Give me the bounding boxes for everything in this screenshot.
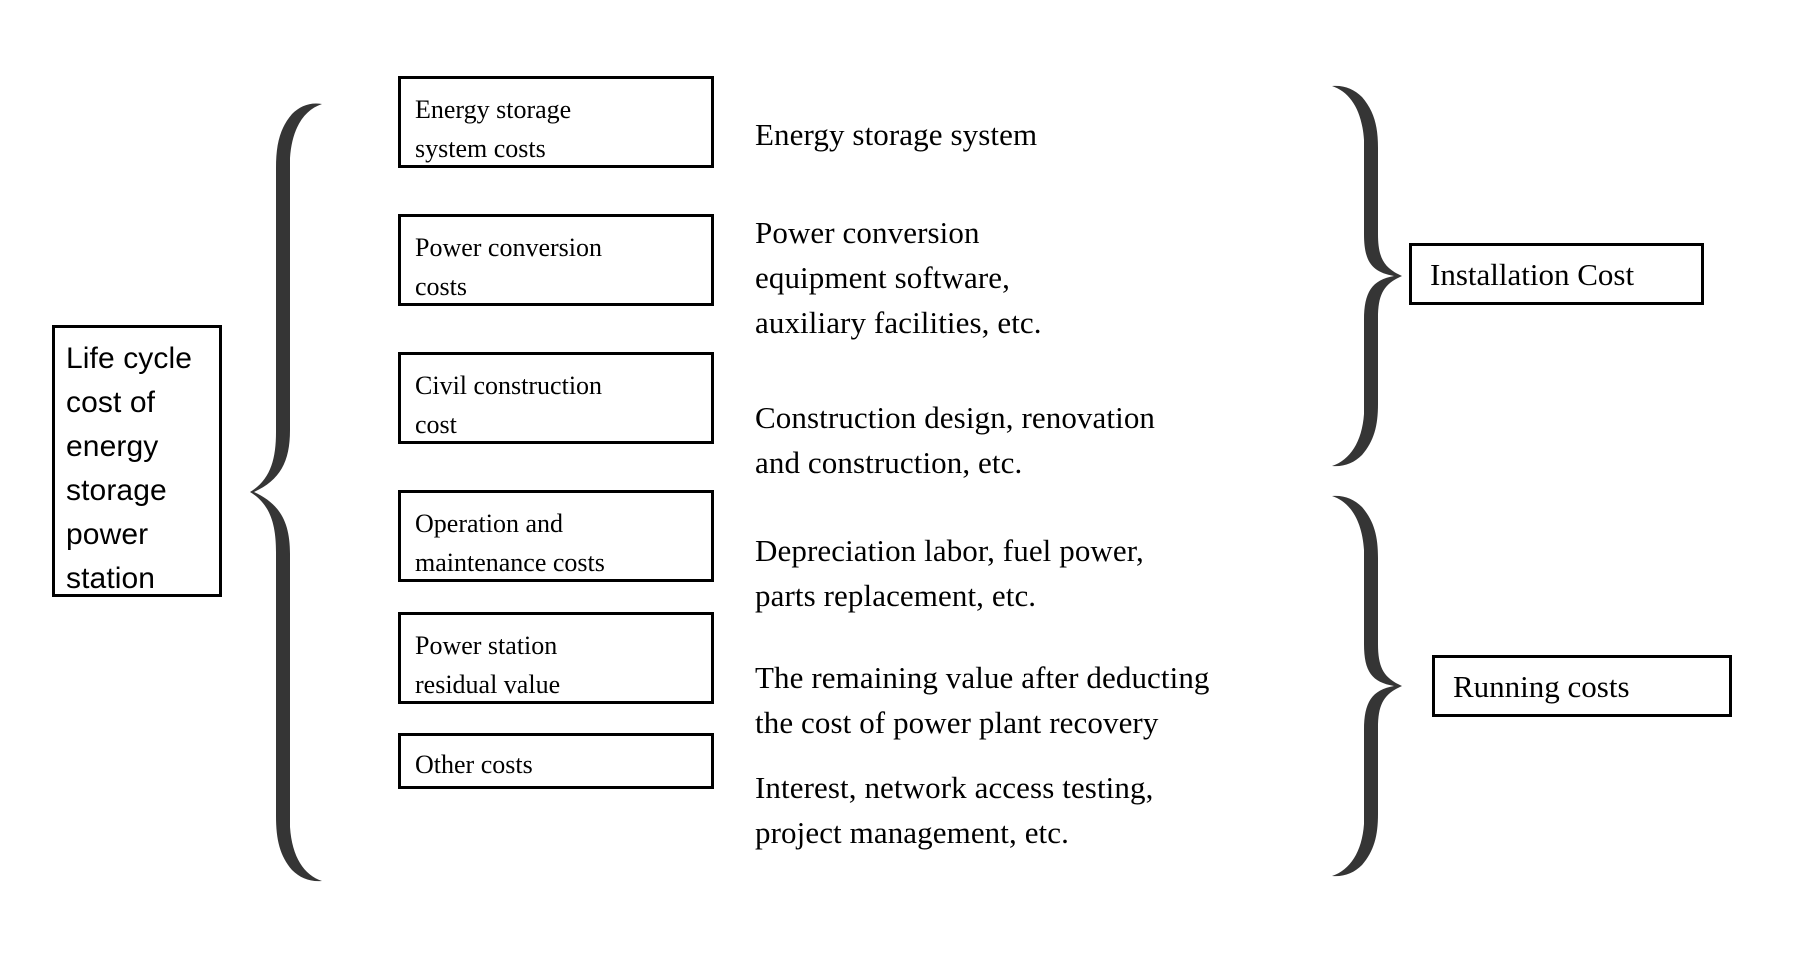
category-box-operation-maintenance-costs: Operation and maintenance costs	[398, 490, 714, 582]
description-residual-value: The remaining value after deducting the …	[755, 660, 1210, 740]
description-operation-maintenance: Depreciation labor, fuel power, parts re…	[755, 533, 1144, 613]
root-node-life-cycle-cost: Life cycle cost of energy storage power …	[52, 325, 222, 597]
description-energy-storage-system: Energy storage system	[755, 117, 1038, 152]
left-brace	[248, 100, 328, 885]
category-box-other-costs: Other costs	[398, 733, 714, 789]
installation-brace	[1330, 82, 1405, 470]
category-box-power-conversion-costs: Power conversion costs	[398, 214, 714, 306]
running-brace	[1330, 492, 1405, 880]
group-box-running-costs: Running costs	[1432, 655, 1732, 717]
category-box-power-station-residual-value: Power station residual value	[398, 612, 714, 704]
category-box-civil-construction-cost: Civil construction cost	[398, 352, 714, 444]
group-box-installation-cost: Installation Cost	[1409, 243, 1704, 305]
category-box-energy-storage-system-costs: Energy storage system costs	[398, 76, 714, 168]
description-civil-construction: Construction design, renovation and cons…	[755, 400, 1156, 480]
description-power-conversion: Power conversion equipment software, aux…	[755, 215, 1042, 340]
description-other-costs: Interest, network access testing, projec…	[755, 770, 1154, 850]
